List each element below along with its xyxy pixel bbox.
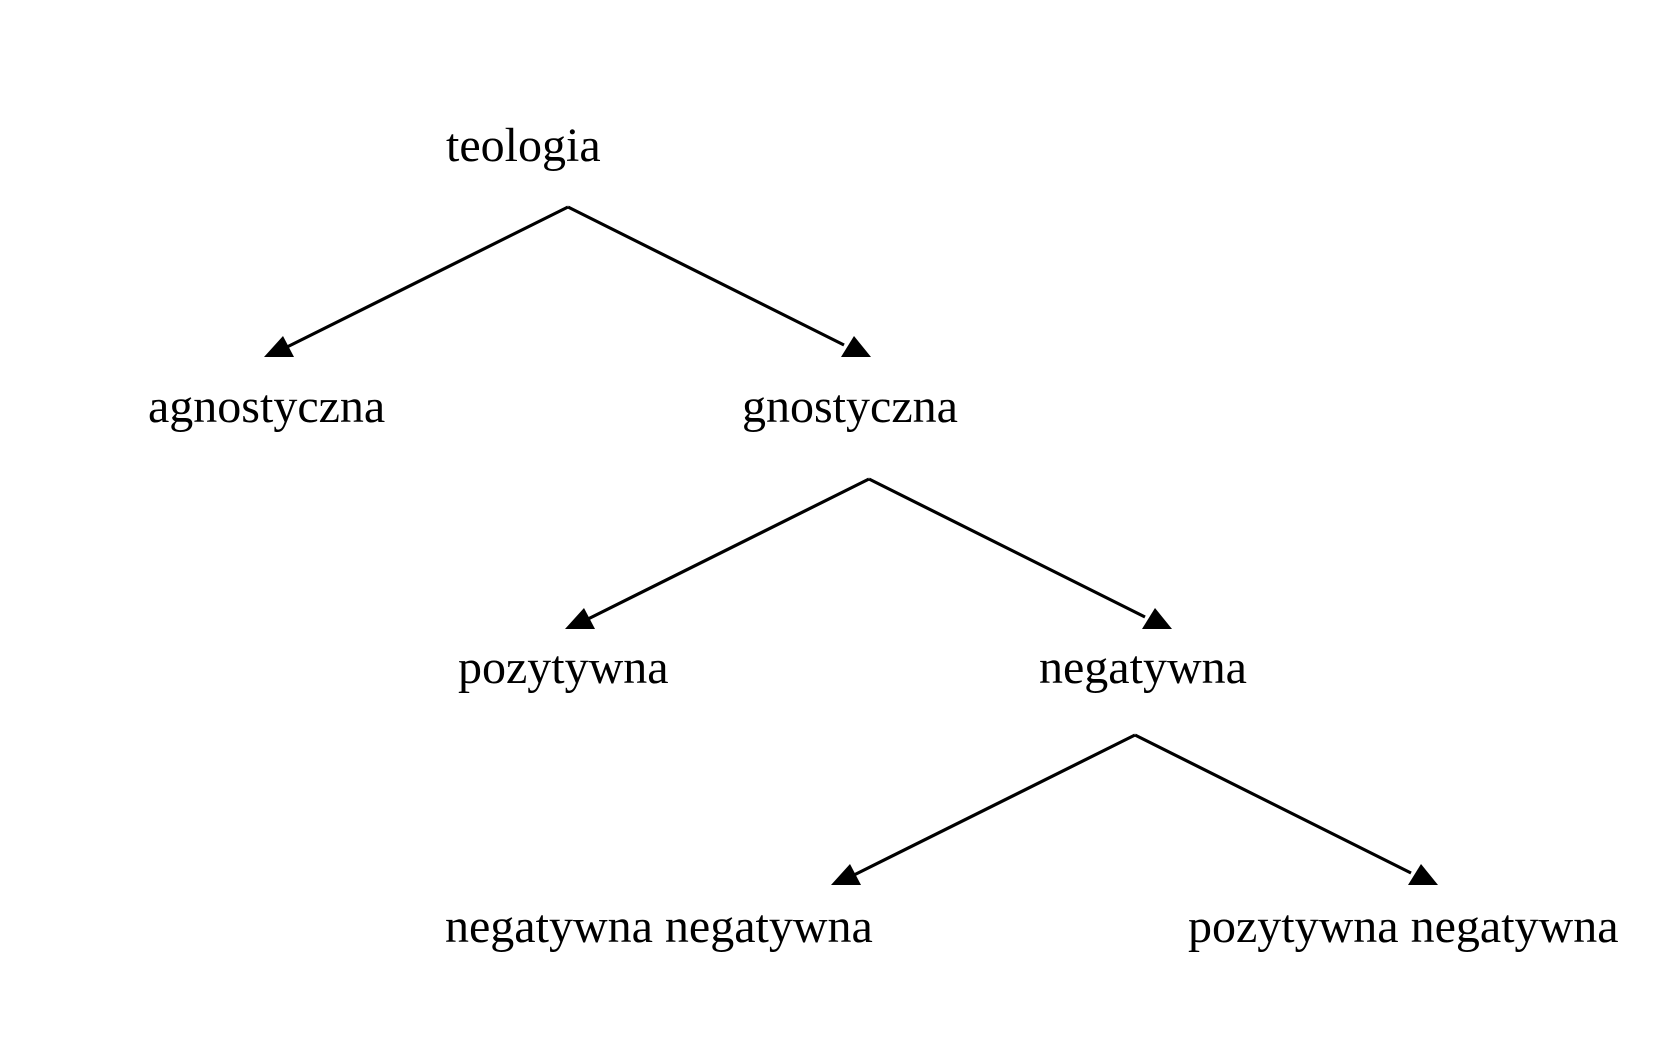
node-pozytywna-negatywna: pozytywna negatywna [1188, 900, 1619, 953]
edge-teologia-gnostyczna [567, 205, 845, 347]
edge-negatywna-pozytywna-negatywna [1134, 733, 1412, 875]
arrowhead-pozytywna-negatywna [1408, 864, 1438, 885]
edge-gnostyczna-negatywna [868, 477, 1146, 619]
node-agnostyczna: agnostyczna [148, 380, 385, 433]
arrowhead-agnostyczna [264, 336, 294, 357]
arrowhead-negatywna [1142, 608, 1172, 629]
node-gnostyczna: gnostyczna [742, 380, 958, 433]
node-pozytywna: pozytywna [458, 641, 669, 694]
edge-negatywna-negatywna-negatywna [847, 733, 1136, 880]
edge-gnostyczna-pozytywna [581, 477, 870, 624]
arrowhead-negatywna-negatywna [831, 864, 861, 885]
arrowhead-gnostyczna [841, 336, 871, 357]
edge-teologia-agnostyczna [280, 205, 569, 352]
node-negatywna-negatywna: negatywna negatywna [445, 900, 873, 953]
node-teologia: teologia [446, 119, 601, 172]
node-negatywna: negatywna [1039, 641, 1247, 694]
arrowhead-pozytywna [565, 608, 595, 629]
